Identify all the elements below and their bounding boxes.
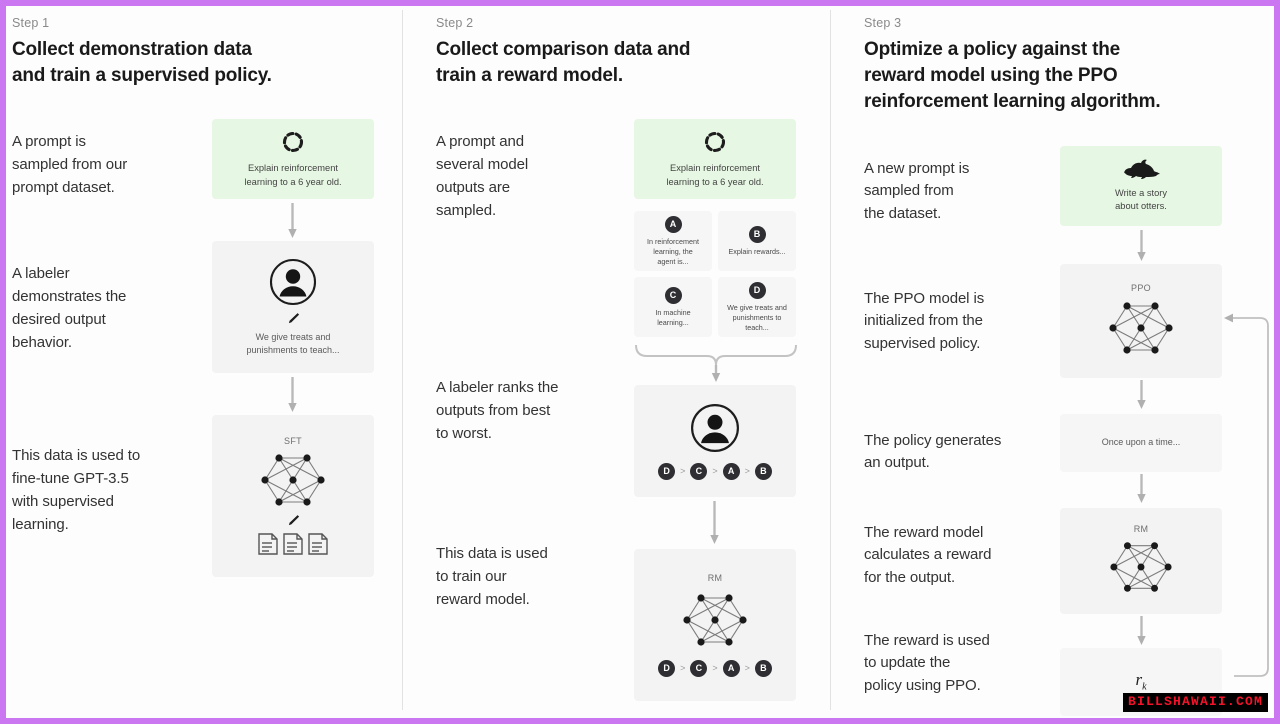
output-box-b[interactable]: B Explain rewards... <box>718 211 796 272</box>
step-2-label: Step 2 <box>436 16 474 30</box>
rank-separator: > <box>744 663 750 674</box>
dashed-circle-icon <box>280 129 306 155</box>
prompt-box-2[interactable]: Explain reinforcement learning to a 6 ye… <box>634 119 796 200</box>
step-1-body: A prompt is sampled from our prompt data… <box>6 103 402 703</box>
output-text-a: In reinforcement learning, the agent is.… <box>647 236 699 266</box>
prompt-text-1: Explain reinforcement learning to a 6 ye… <box>244 163 342 187</box>
reward-symbol: rk <box>1135 670 1147 693</box>
rank-badge-3: A <box>722 660 740 678</box>
policy-output-text: Once upon a time... <box>1101 437 1181 448</box>
rank-separator: > <box>712 663 718 674</box>
documents-icon <box>256 531 330 557</box>
merge-brace <box>632 341 800 383</box>
pencil-icon <box>285 513 301 529</box>
step-3-caption-4: The reward model calculates a reward for… <box>864 523 992 587</box>
rank-badge-2: C <box>690 463 708 481</box>
output-text-d: We give treats and punishments to teach.… <box>727 302 787 332</box>
step-3-label: Step 3 <box>864 16 902 30</box>
step-3-body: A new prompt is sampled from the dataset… <box>858 130 1274 718</box>
rank-badge-4: B <box>754 660 772 678</box>
prompt-box-1[interactable]: Explain reinforcement learning to a 6 ye… <box>212 119 374 200</box>
step-1-label: Step 1 <box>12 16 50 30</box>
dashed-circle-icon <box>702 129 728 155</box>
sft-model-label: SFT <box>284 435 302 446</box>
output-badge-c: C <box>664 286 682 304</box>
step-3-caption-3: The policy generates an output. <box>864 431 1002 472</box>
output-box-a[interactable]: A In reinforcement learning, the agent i… <box>634 211 712 272</box>
step-3-caption-2: The PPO model is initialized from the su… <box>864 289 985 353</box>
output-box-c[interactable]: C In machine learning... <box>634 277 712 338</box>
otter-icon <box>1120 158 1162 180</box>
step-1-column: Step 1 Collect demonstration data and tr… <box>6 6 402 718</box>
ppo-model-box[interactable]: PPO <box>1060 263 1222 378</box>
ppo-model-label: PPO <box>1131 282 1151 293</box>
step-2-caption-2: A labeler ranks the outputs from best to… <box>436 379 559 443</box>
rank-badge-1: D <box>658 660 676 678</box>
step-2-caption-1: A prompt and several model outputs are s… <box>436 133 529 219</box>
step-1-caption-3: This data is used to fine-tune GPT-3.5 w… <box>12 447 141 533</box>
policy-output-box[interactable]: Once upon a time... <box>1060 413 1222 472</box>
rank-separator: > <box>680 663 686 674</box>
diagram-canvas: Step 1 Collect demonstration data and tr… <box>6 6 1274 718</box>
neural-net-icon <box>1106 537 1176 597</box>
step-2-title: Collect comparison data and train a rewa… <box>436 39 691 87</box>
output-badge-a: A <box>664 215 682 233</box>
arrow-down-5 <box>1136 379 1147 410</box>
rm-model-box[interactable]: RM <box>634 549 796 702</box>
rm-model-label: RM <box>707 573 723 584</box>
prompt-text-2: Explain reinforcement learning to a 6 ye… <box>666 163 764 187</box>
arrow-down-3 <box>709 501 720 545</box>
rank-badge-2: C <box>690 660 708 678</box>
arrow-down-7 <box>1136 615 1147 646</box>
ranking-row-rm: D > C > A > B <box>658 660 772 678</box>
neural-net-icon <box>679 589 751 651</box>
step-2-caption-3: This data is used to train our reward mo… <box>436 545 548 609</box>
ranking-row: D > C > A > B <box>658 463 772 481</box>
pencil-icon <box>285 311 301 327</box>
arrow-down-2 <box>287 377 298 413</box>
output-badge-b: B <box>748 225 766 243</box>
step-2-body: A prompt and several model outputs are s… <box>430 103 830 703</box>
prompt-text-3: Write a story about otters. <box>1114 187 1167 212</box>
rm-model-label-3: RM <box>1133 524 1149 535</box>
rm-model-box-3[interactable]: RM <box>1060 507 1222 614</box>
output-box-d[interactable]: D We give treats and punishments to teac… <box>718 277 796 338</box>
neural-net-icon <box>1105 297 1177 359</box>
labeler-box-1[interactable]: We give treats and punishments to teach.… <box>212 241 374 374</box>
labeler-text-1: We give treats and punishments to teach.… <box>246 332 340 356</box>
sft-model-box[interactable]: SFT <box>212 415 374 578</box>
step-3-caption-5: The reward is used to update the policy … <box>864 631 990 695</box>
rank-badge-4: B <box>754 463 772 481</box>
arrow-down-4 <box>1136 229 1147 262</box>
rank-badge-1: D <box>658 463 676 481</box>
rank-badge-3: A <box>722 463 740 481</box>
step-3-title: Optimize a policy against the reward mod… <box>864 39 1161 113</box>
rank-separator: > <box>680 466 686 477</box>
column-divider-1 <box>402 10 403 710</box>
output-text-c: In machine learning... <box>655 307 691 327</box>
step-2-column: Step 2 Collect comparison data and train… <box>430 6 830 718</box>
output-text-b: Explain rewards... <box>728 246 786 256</box>
step-3-column: Step 3 Optimize a policy against the rew… <box>858 6 1274 718</box>
arrow-down-1 <box>287 203 298 239</box>
watermark-badge: BILLSHAWAII.COM <box>1122 692 1268 712</box>
person-icon <box>268 257 318 307</box>
ranking-box[interactable]: D > C > A > B <box>634 385 796 498</box>
rank-separator: > <box>712 466 718 477</box>
step-1-caption-2: A labeler demonstrates the desired outpu… <box>12 265 127 351</box>
arrow-down-6 <box>1136 473 1147 504</box>
neural-net-icon <box>257 449 329 511</box>
step-1-title: Collect demonstration data and train a s… <box>12 39 272 87</box>
step-1-caption-1: A prompt is sampled from our prompt data… <box>12 133 128 197</box>
column-divider-2 <box>830 10 831 710</box>
rank-separator: > <box>744 466 750 477</box>
prompt-box-3[interactable]: Write a story about otters. <box>1060 145 1222 226</box>
step-3-caption-1: A new prompt is sampled from the dataset… <box>864 159 970 223</box>
person-icon <box>689 402 741 454</box>
feedback-loop-arrow <box>1216 290 1272 690</box>
output-badge-d: D <box>748 281 766 299</box>
